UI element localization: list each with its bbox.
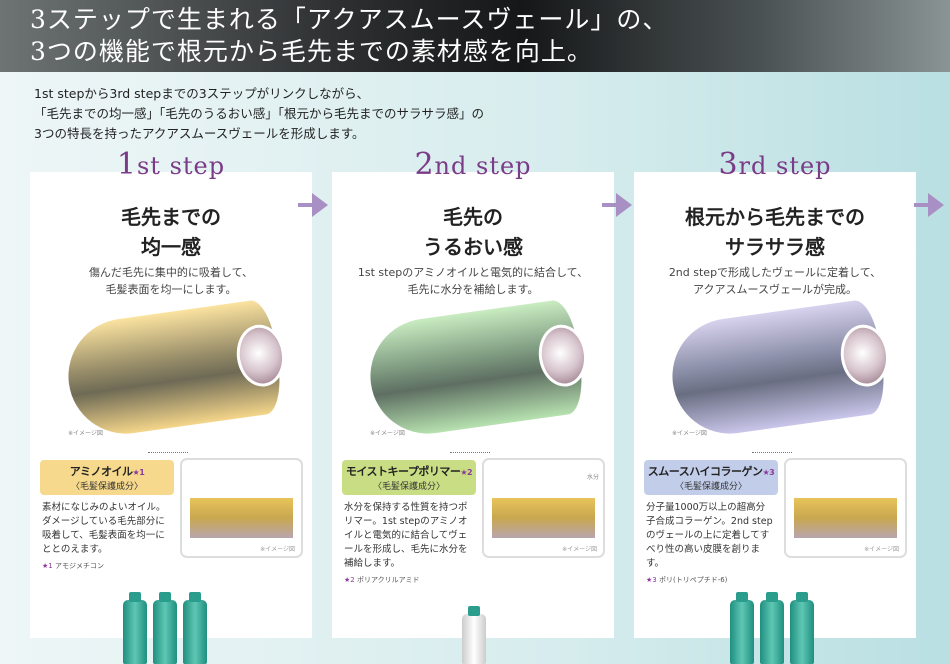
dotted-connector — [752, 452, 792, 453]
image-note: ※イメージ図 — [672, 430, 707, 437]
molecule-diagram: ※イメージ図 — [180, 458, 303, 558]
card-title: 毛先までの均一感 — [121, 205, 221, 259]
intro-line: 1st stepから3rd stepまでの3ステップがリンクしながら、 — [34, 86, 370, 101]
hair-illustration — [363, 297, 592, 442]
step-label-2: 2nd step — [414, 147, 532, 182]
image-note: ※イメージ図 — [68, 430, 103, 437]
molecule-diagram: ※イメージ図 — [784, 458, 907, 558]
arrow-right-icon — [914, 193, 944, 217]
header-banner: 3ステップで生まれる「アクアスムースヴェール」の、 3つの機能で根元から毛先まで… — [0, 0, 950, 72]
intro-text: 1st stepから3rd stepまでの3ステップがリンクしながら、 「毛先ま… — [34, 84, 484, 144]
ingredient-body: 水分を保持する性質を持つポリマー。1st stepのアミノオイルと電気的に結合し… — [344, 502, 468, 584]
arrow-right-icon — [298, 193, 328, 217]
ingredient-body: 素材になじみのよいオイル。ダメージしている毛先部分に吸着して、毛髪表面を均一にと… — [42, 502, 166, 570]
intro-line: 「毛先までの均一感」「毛先のうるおい感」「根元から毛先までのサラサラ感」の — [34, 106, 485, 121]
product-bottles-step1 — [123, 592, 207, 664]
hair-illustration — [665, 297, 894, 442]
card-title: 根元から毛先までのサラサラ感 — [685, 205, 865, 259]
step-card-3: 根元から毛先までのサラサラ感 2nd stepで形成したヴェールに定着して、アク… — [634, 172, 916, 638]
card-description: 1st stepのアミノオイルと電気的に結合して、毛先に水分を補給します。 — [357, 266, 589, 296]
headline-line-2: 3つの機能で根元から毛先までの素材感を向上。 — [30, 37, 593, 66]
step-label-1: 1st step — [116, 147, 226, 182]
molecule-diagram: 水分 ※イメージ図 — [482, 458, 605, 558]
ingredient-badge: アミノオイル★1 〈毛髪保護成分〉 — [40, 460, 174, 495]
product-bottle-step2 — [462, 606, 486, 664]
step-label-3: 3rd step — [718, 147, 832, 182]
card-title: 毛先のうるおい感 — [423, 205, 523, 259]
ingredient-badge: スムースハイコラーゲン★3 〈毛髪保護成分〉 — [644, 460, 778, 495]
arrow-right-icon — [602, 193, 632, 217]
hair-illustration — [61, 297, 290, 442]
step-card-1: 毛先までの均一感 傷んだ毛先に集中的に吸着して、毛髪表面を均一にします。 ※イメ… — [30, 172, 312, 638]
dotted-connector — [148, 452, 188, 453]
headline-line-1: 3ステップで生まれる「アクアスムースヴェール」の、 — [30, 5, 669, 34]
step-card-2: 毛先のうるおい感 1st stepのアミノオイルと電気的に結合して、毛先に水分を… — [332, 172, 614, 638]
ingredient-badge: モイストキープポリマー★2 〈毛髪保護成分〉 — [342, 460, 476, 495]
dotted-connector — [450, 452, 490, 453]
ingredient-body: 分子量1000万以上の超高分子合成コラーゲン。2nd stepのヴェールの上に定… — [646, 502, 773, 584]
card-description: 傷んだ毛先に集中的に吸着して、毛髪表面を均一にします。 — [88, 266, 254, 296]
card-description: 2nd stepで形成したヴェールに定着して、アクアスムースヴェールが完成。 — [668, 266, 882, 296]
intro-line: 3つの特長を持ったアクアスムースヴェールを形成します。 — [34, 126, 365, 141]
product-bottles-step3 — [730, 592, 814, 664]
image-note: ※イメージ図 — [370, 430, 405, 437]
